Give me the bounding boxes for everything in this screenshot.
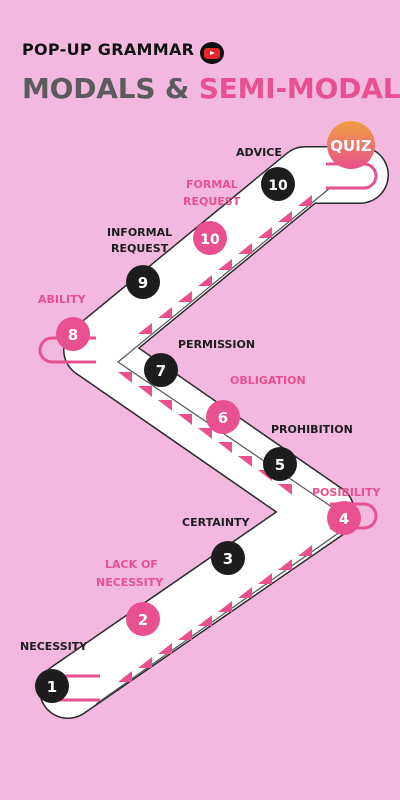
page-title: MODALS & SEMI-MODALS — [22, 72, 400, 105]
step-8[interactable]: 8 — [56, 317, 90, 351]
step-triangles-lower — [118, 545, 312, 682]
step-1[interactable]: 1 — [35, 669, 69, 703]
step-5-number: 5 — [275, 456, 285, 474]
step-7[interactable]: 7 — [144, 353, 178, 387]
step-triangles-middle — [118, 372, 292, 495]
step-4[interactable]: 4 — [327, 501, 361, 535]
title-part-modals: MODALS & — [22, 72, 190, 105]
step-triangles-upper — [138, 195, 312, 334]
title-part-semi-modals: SEMI-MODALS — [198, 72, 400, 105]
loop-top-right — [326, 162, 378, 190]
step-8-label: ABILITY — [38, 293, 87, 306]
step-10-advice-number: 10 — [268, 178, 288, 194]
step-3-number: 3 — [223, 550, 233, 568]
step-2-label-line1: LACK OF — [105, 558, 158, 571]
escalator-rail — [95, 187, 356, 705]
step-10-advice-label: ADVICE — [236, 146, 282, 159]
step-triangles — [118, 195, 312, 682]
step-6-label: OBLIGATION — [230, 374, 306, 387]
step-markers: 1 NECESSITY 2 LACK OF NECESSITY 3 CERTAI… — [20, 146, 382, 703]
step-5-label: PROHIBITION — [271, 423, 353, 436]
step-10-formal[interactable]: 10 — [193, 221, 227, 255]
quiz-label: QUIZ — [330, 137, 372, 155]
quiz-badge[interactable]: QUIZ — [327, 121, 375, 169]
step-9-number: 9 — [138, 274, 148, 292]
youtube-play-icon[interactable] — [200, 42, 224, 64]
step-9[interactable]: 9 — [126, 265, 160, 299]
step-4-label: POSIBILITY — [312, 486, 382, 499]
step-8-number: 8 — [68, 326, 78, 344]
step-6-number: 6 — [218, 409, 228, 427]
step-2-label-line2: NECESSITY — [96, 576, 164, 589]
step-3-label: CERTAINTY — [182, 516, 251, 529]
step-1-label: NECESSITY — [20, 640, 88, 653]
step-9-label-line2: REQUEST — [111, 242, 169, 255]
step-10-advice[interactable]: 10 — [261, 167, 295, 201]
step-2-number: 2 — [138, 611, 148, 629]
step-10-formal-number: 10 — [200, 232, 220, 248]
step-10-formal-label-line1: FORMAL — [186, 178, 238, 191]
brand-name: POP-UP GRAMMAR — [22, 40, 195, 59]
step-7-label: PERMISSION — [178, 338, 255, 351]
step-3[interactable]: 3 — [211, 541, 245, 575]
step-9-label-line1: INFORMAL — [107, 226, 172, 239]
loop-right — [330, 502, 378, 530]
step-10-formal-label-line2: REQUEST — [183, 195, 241, 208]
step-6[interactable]: 6 — [206, 400, 240, 434]
step-1-number: 1 — [47, 678, 57, 696]
step-5[interactable]: 5 — [263, 447, 297, 481]
step-7-number: 7 — [156, 362, 166, 380]
step-4-number: 4 — [339, 510, 349, 528]
loop-left — [38, 336, 96, 364]
escalator-band — [40, 147, 388, 718]
step-2[interactable]: 2 — [126, 602, 160, 636]
